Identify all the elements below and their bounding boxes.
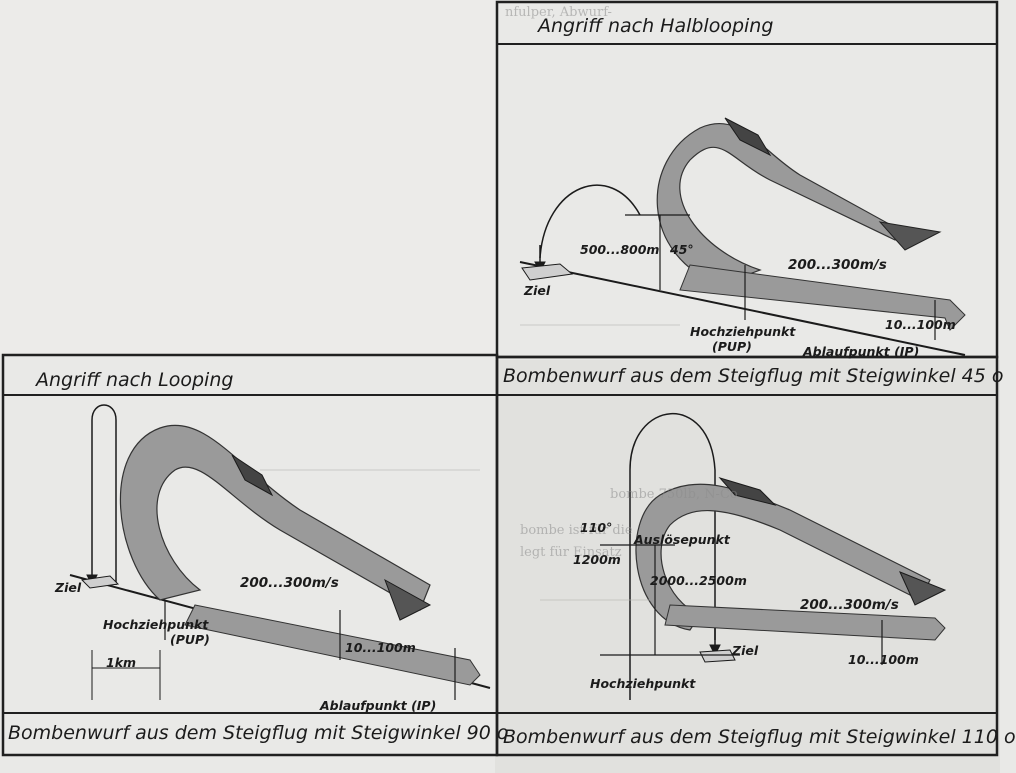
steig110-speed-label: 200...300m/s (800, 597, 899, 613)
looping-pup-abbr: (PUP) (170, 632, 210, 647)
looping-low-alt-label: 10...100m (345, 640, 416, 655)
looping-diagram (69, 404, 491, 700)
looping-target-label: Ziel (55, 580, 82, 595)
steig110-range-label: 2000...2500m (650, 573, 747, 588)
halblooping-diagram (519, 117, 966, 356)
halblooping-target-label: Ziel (524, 283, 551, 298)
looping-title: Angriff nach Looping (36, 369, 234, 391)
steig110-release-point-label: Auslösepunkt (634, 532, 730, 547)
halblooping-title: Angriff nach Halblooping (538, 15, 774, 37)
halblooping-low-alt-label: 10...100m (885, 317, 956, 332)
background-text-4: legt für Einsatz (520, 545, 622, 560)
steig110-caption: Bombenwurf aus dem Steigflug mit Steigwi… (503, 726, 1016, 748)
caption-dividers (3, 43, 997, 714)
looping-ip-label: Ablaufpunkt (IP) (320, 698, 437, 713)
background-text-3: bombe ist für die (520, 523, 633, 538)
halblooping-ip-label: Ablaufpunkt (IP) (803, 344, 920, 359)
background-text-2: bombe 750lb, N-Co (610, 487, 738, 502)
halblooping-speed-label: 200...300m/s (788, 257, 887, 273)
looping-speed-label: 200...300m/s (240, 575, 339, 591)
steig110-angle-label: 110° (580, 520, 613, 535)
halblooping-altitude-label: 500...800m (580, 242, 660, 257)
halblooping-pup-abbr: (PUP) (712, 339, 752, 354)
halblooping-angle-label: 45° (670, 242, 694, 257)
steig110-diagram (600, 413, 947, 700)
halblooping-pup-label: Hochziehpunkt (690, 324, 796, 339)
bleed-through (260, 324, 680, 601)
steig110-release-alt-label: 1200m (573, 552, 621, 567)
steig110-pup-label: Hochziehpunkt (590, 676, 696, 691)
halblooping-caption: Bombenwurf aus dem Steigflug mit Steigwi… (503, 365, 1004, 387)
looping-pup-label: Hochziehpunkt (103, 617, 209, 632)
steig110-target-label: Ziel (732, 643, 759, 658)
looping-distance-label: 1km (106, 655, 137, 670)
steig110-low-alt-label: 10...100m (848, 652, 919, 667)
lower-right-shade (495, 360, 1000, 773)
frame-lines (1, 0, 999, 757)
background-text-1: nfulper, Abwurf- (505, 5, 612, 20)
upper-left-shade (0, 0, 495, 355)
looping-caption: Bombenwurf aus dem Steigflug mit Steigwi… (8, 722, 509, 744)
